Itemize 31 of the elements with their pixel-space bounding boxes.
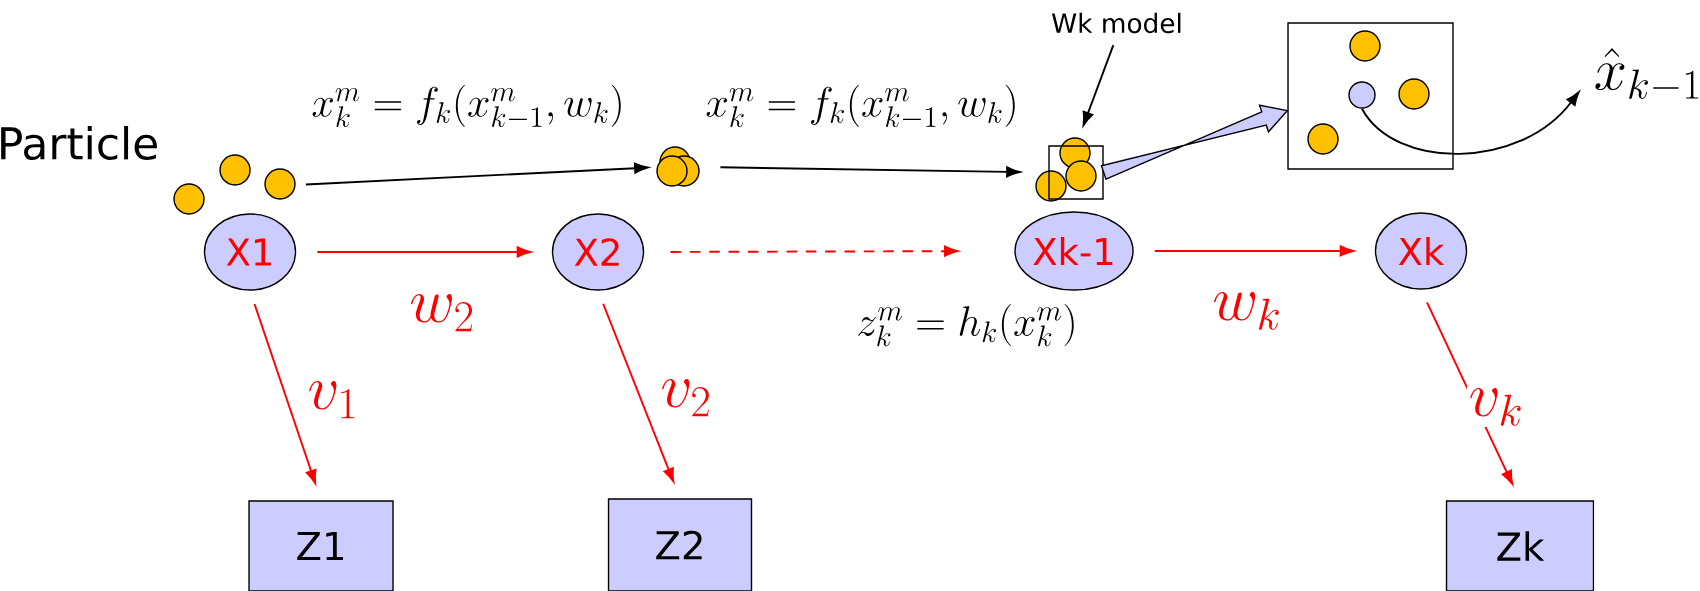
edge-label: $w_2$ (407, 292, 477, 334)
arrow (1153, 245, 1354, 257)
curved-arrow (1361, 91, 1580, 155)
dashed-arrow (669, 245, 959, 257)
leader-arrow (1082, 44, 1115, 126)
edge-label: $v_2$ (658, 377, 714, 419)
observation-box: Z1 (248, 500, 394, 591)
particle-cluster (656, 146, 700, 187)
measurement-formula: $z_k^m = h_k(x_k^m)$ (858, 303, 1074, 347)
arrow (316, 246, 531, 258)
arrow (719, 166, 1021, 178)
particle-cluster (173, 154, 296, 215)
observation-box: Zk (1445, 500, 1595, 591)
particle-box (1035, 137, 1104, 202)
particle-box (1287, 22, 1454, 170)
estimate-formula: $\hat{x}_{k-1}$ (1595, 48, 1699, 99)
estimate-circle (1348, 81, 1376, 109)
particle-circle (1398, 78, 1430, 110)
arrow (602, 302, 675, 483)
edge-label: $x_k^m = f_k(x_{k-1}^m, w_k)$ (703, 83, 1021, 131)
edge-label: $x_k^m = f_k(x_{k-1}^m, w_k)$ (309, 83, 627, 131)
observation-box: Z2 (607, 498, 753, 591)
particle-circle (1307, 123, 1339, 155)
edge-label: $v_1$ (305, 379, 361, 421)
arrow (304, 162, 649, 186)
annotation-text: Wk model (1052, 12, 1181, 34)
edge-label: $w_k$ (1210, 290, 1284, 332)
particle-circle (1349, 30, 1381, 62)
arrow (253, 303, 317, 484)
edge-label: $v_k$ (1466, 386, 1526, 428)
row-label: Particle (1, 126, 157, 160)
